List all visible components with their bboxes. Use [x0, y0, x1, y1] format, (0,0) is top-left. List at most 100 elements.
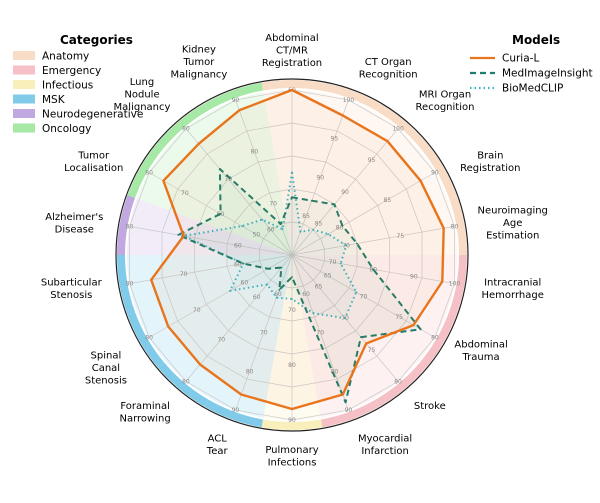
- series-point-0-6: [412, 324, 415, 327]
- ring-segment-3: [419, 142, 457, 198]
- series-point-1-13: [242, 262, 245, 265]
- tick-label-2-1: 90: [341, 189, 349, 196]
- axis-label-line-12-1: Canal: [92, 363, 120, 374]
- series-point-2-6: [355, 291, 358, 294]
- tick-label-2-0: 85: [315, 220, 323, 227]
- categories-legend: Categories AnatomyEmergencyInfectiousMSK…: [13, 33, 143, 135]
- series-point-1-0: [291, 196, 293, 199]
- grid-spoke-16: [185, 128, 293, 256]
- tick-label-3-0: 80: [336, 225, 344, 232]
- axis-label-line-11-1: Narrowing: [119, 413, 170, 424]
- category-legend-label-4: Neurodegenerative: [42, 109, 143, 121]
- axis-label-line-5-0: Intracranial: [484, 278, 541, 289]
- tick-label-14-0: 60: [234, 242, 242, 249]
- sector-bg-5: [292, 255, 457, 312]
- tick-label-12-1: 70: [193, 307, 201, 314]
- axis-label-line-0-1: CT/MR: [276, 46, 308, 57]
- ring-segment-14: [117, 195, 136, 255]
- series-point-1-2: [333, 203, 336, 206]
- category-legend-label-2: Infectious: [42, 80, 93, 92]
- tick-label-1-0: 85: [302, 213, 310, 220]
- tick-label-7-0: 65: [315, 284, 323, 291]
- grid-spoke-6: [291, 254, 436, 338]
- category-swatch-3: [13, 94, 35, 104]
- tick-label-17-1: 80: [251, 149, 259, 156]
- categories-legend-title: Categories: [60, 33, 133, 47]
- series-point-1-5: [372, 268, 375, 271]
- axis-label-line-14-0: Alzheimer's: [45, 212, 103, 223]
- series-point-2-7: [344, 317, 346, 320]
- tick-label-6-2: 75: [395, 314, 403, 321]
- axis-label-line-3-0: Brain: [477, 150, 503, 161]
- tick-label-15-0: 50: [252, 231, 260, 238]
- sector-bg-2: [292, 112, 419, 256]
- series-point-0-17: [238, 109, 241, 112]
- sector-bg-6: [292, 255, 448, 362]
- series-group: [149, 88, 445, 411]
- axis-label-7: Stroke: [414, 401, 446, 412]
- ring-segment-5: [448, 255, 467, 315]
- category-swatch-1: [13, 65, 35, 75]
- ring-segment-11: [157, 362, 209, 407]
- series-point-1-10: [278, 288, 281, 291]
- ring-segment-16: [157, 103, 209, 148]
- axis-label-line-15-1: Localisation: [64, 163, 123, 174]
- tick-label-2-3: 100: [392, 126, 404, 133]
- tick-label-8-0: 60: [302, 291, 310, 298]
- series-point-2-8: [312, 312, 315, 315]
- tick-label-5-2: 90: [410, 273, 418, 280]
- series-point-2-0: [291, 171, 293, 174]
- tick-label-9-2: 90: [288, 417, 296, 424]
- series-point-1-1: [310, 199, 313, 202]
- series-point-0-4: [442, 227, 445, 230]
- axis-label-line-10-1: Tear: [206, 446, 229, 457]
- axis-label-line-9-1: Infections: [268, 458, 317, 469]
- axis-label-line-17-0: Kidney: [182, 44, 216, 55]
- ring-segment-10: [204, 399, 264, 428]
- series-point-1-15: [219, 212, 222, 215]
- grid-spoke-10: [235, 254, 293, 411]
- category-legend-label-3: MSK: [42, 94, 66, 106]
- series-point-0-15: [162, 179, 165, 182]
- series-point-0-3: [419, 179, 422, 182]
- axis-label-line-13-1: Stenosis: [50, 290, 92, 301]
- ring-segment-12: [127, 312, 165, 368]
- tick-label-2-2: 95: [368, 157, 376, 164]
- tick-label-5-3: 100: [449, 281, 461, 288]
- series-point-0-8: [341, 393, 344, 396]
- category-swatch-4: [13, 109, 35, 118]
- series-point-1-7: [360, 336, 362, 339]
- tick-label-5-0: 70: [329, 259, 337, 266]
- tick-label-1-3: 100: [343, 97, 355, 104]
- ring-segment-0: [261, 79, 323, 91]
- axis-label-line-13-0: Subarticular: [41, 278, 103, 289]
- axis-label-line-12-0: Spinal: [91, 351, 122, 362]
- series-point-1-11: [280, 266, 283, 269]
- series-point-0-12: [167, 325, 170, 328]
- tick-label-4-2: 80: [451, 223, 459, 230]
- series-point-1-3: [341, 224, 344, 227]
- axis-label-line-2-1: Recognition: [416, 102, 475, 113]
- series-point-1-12: [267, 267, 270, 270]
- tick-label-16-0: 60: [267, 227, 275, 234]
- series-point-1-9: [291, 276, 293, 278]
- axis-label-line-12-2: Stenosis: [85, 376, 127, 387]
- series-point-2-1: [299, 230, 302, 233]
- ring-segment-9: [261, 419, 323, 430]
- axis-label-line-5-1: Hemorrhage: [482, 290, 544, 301]
- series-point-2-9: [291, 298, 293, 300]
- sector-bg-7: [292, 255, 419, 398]
- tick-label-14-2: 80: [126, 223, 134, 230]
- radar-grid: [129, 89, 455, 421]
- axis-label-line-17-2: Malignancy: [170, 69, 227, 80]
- model-legend-label-0: Curia-L: [502, 53, 539, 65]
